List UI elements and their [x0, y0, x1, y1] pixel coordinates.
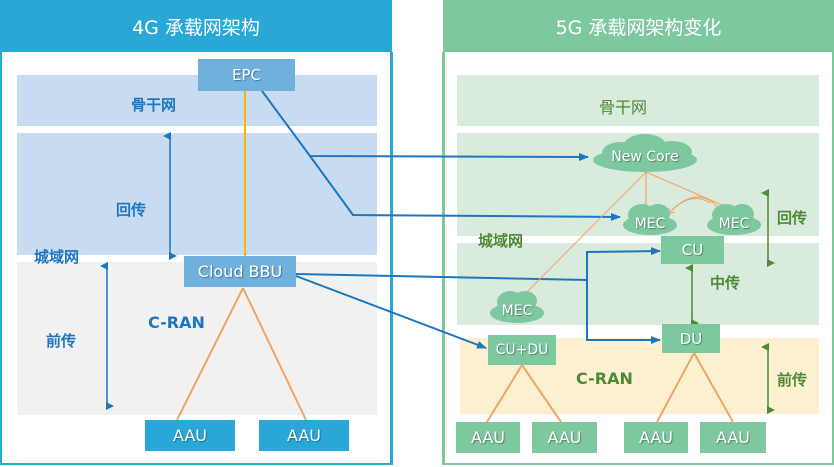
arrow-bbu-to-cu: [295, 247, 661, 282]
node-mec-1: MEC: [634, 216, 666, 232]
label-4g-backhaul: 回传: [116, 201, 147, 219]
link-newcore-mec-2: [645, 171, 723, 206]
cloud-mec-2-icon: [707, 204, 761, 235]
panel-4g-architecture: 4G 承载网架构: [0, 0, 392, 465]
node-cu-du: CU+DU: [488, 335, 556, 365]
arrow-bbu-to-du: [586, 280, 661, 344]
label-5g-fronthaul: 前传: [777, 371, 808, 389]
label-5g-backhaul: 回传: [777, 209, 808, 227]
arrow-bbu-to-cudu: [295, 275, 487, 349]
link-newcore-mec-3: [522, 171, 647, 297]
label-4g-fronthaul: 前传: [46, 332, 77, 350]
band-4g-backbone: [17, 75, 377, 126]
link-bbu-aau-2: [242, 287, 307, 421]
link-cudu-aau-1: [486, 364, 523, 423]
node-cu: CU: [661, 236, 724, 264]
node-5g-aau-2: AAU: [532, 422, 597, 453]
band-5g-backbone: [457, 75, 819, 126]
link-bbu-aau-1: [176, 287, 244, 421]
label-4g-backbone: 骨干网: [131, 96, 177, 114]
arrow-epc-to-mec: [309, 155, 621, 221]
node-4g-aau-1: AAU: [145, 420, 235, 451]
label-5g-cran: C-RAN: [576, 369, 633, 388]
band-4g-backhaul: [17, 133, 377, 255]
band-4g-cran: [17, 262, 377, 415]
node-mec-3: MEC: [501, 303, 533, 319]
node-5g-aau-1: AAU: [456, 422, 520, 453]
node-5g-aau-3: AAU: [624, 422, 688, 453]
node-mec-2: MEC: [718, 216, 750, 232]
node-epc: EPC: [198, 59, 295, 91]
link-du-aau-2: [693, 352, 734, 423]
node-du: DU: [662, 324, 720, 353]
label-5g-midhaul: 中传: [710, 274, 741, 292]
label-5g-metro: 城域网: [478, 232, 524, 250]
cloud-mec-3-icon: [490, 291, 544, 323]
panel-5g-title: 5G 承载网架构变化: [443, 0, 834, 52]
cloud-mec-1-icon: [623, 204, 677, 235]
node-cloud-bbu: Cloud BBU: [184, 256, 296, 287]
link-cudu-aau-2: [521, 364, 562, 423]
panel-5g-architecture: 5G 承载网架构变化: [443, 0, 834, 465]
label-4g-cran: C-RAN: [148, 313, 205, 332]
node-4g-aau-2: AAU: [259, 420, 349, 451]
panel-4g-title: 4G 承载网架构: [0, 0, 392, 52]
node-5g-aau-4: AAU: [700, 422, 766, 453]
cloud-new-core-icon: [593, 134, 697, 172]
label-5g-backbone: 骨干网: [599, 98, 648, 117]
node-new-core: New Core: [611, 149, 679, 165]
label-4g-metro: 城域网: [34, 248, 80, 266]
link-mec-mec-arc-back: [668, 197, 711, 214]
arrow-epc-to-newcore: [261, 90, 589, 161]
link-du-aau-1: [656, 352, 695, 423]
